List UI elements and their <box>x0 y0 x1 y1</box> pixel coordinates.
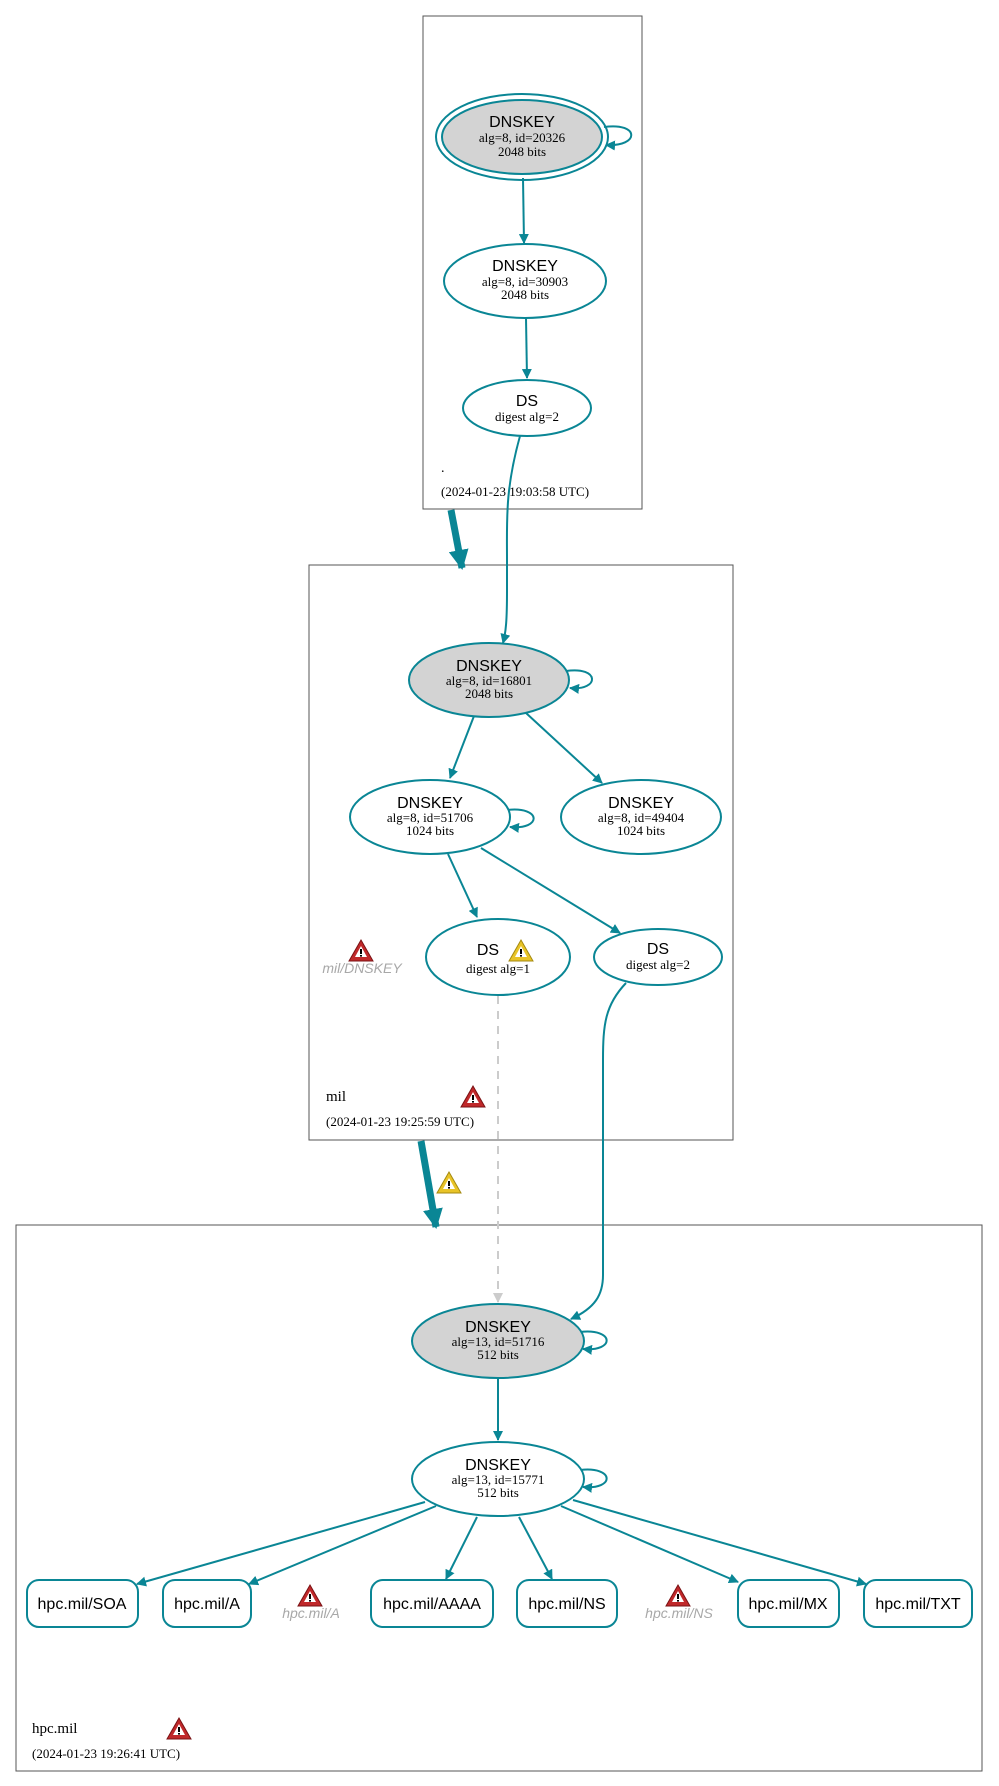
rrset-hpc-aaaa[interactable]: hpc.mil/AAAA <box>370 1579 494 1628</box>
node-detail: alg=8, id=30903 <box>482 274 568 289</box>
node-title: DNSKEY <box>608 795 674 812</box>
rrset-error-label: mil/DNSKEY <box>322 960 403 976</box>
error-icon <box>665 1584 691 1607</box>
edge-hpc-zsk-txt <box>572 1499 867 1587</box>
node-detail: 2048 bits <box>501 287 549 302</box>
edge-mil-ksk-zsk1 <box>448 715 475 779</box>
edge-mil-ds2-hpc-ksk <box>570 982 627 1320</box>
node-root-ksk[interactable]: DNSKEY alg=8, id=20326 2048 bits <box>435 93 609 181</box>
edge-hpc-zsk-a <box>248 1505 437 1586</box>
node-root-zsk[interactable]: DNSKEY alg=8, id=30903 2048 bits <box>443 243 607 319</box>
node-detail: 512 bits <box>477 1347 519 1362</box>
node-title: DNSKEY <box>489 114 555 131</box>
zone-box-mil <box>308 564 734 1141</box>
rrset-error-mil-dnskey[interactable]: mil/DNSKEY <box>322 939 403 976</box>
edge-mil-zsk1-ds2 <box>480 847 621 934</box>
rrset-label: hpc.mil/A <box>174 1596 240 1613</box>
zone-error-icon-mil <box>460 1085 486 1108</box>
delegation-arrow-root-mil <box>447 509 469 570</box>
node-detail: 2048 bits <box>465 686 513 701</box>
node-detail: 1024 bits <box>406 823 454 838</box>
node-title: DNSKEY <box>465 1319 531 1336</box>
zone-timestamp-mil: (2024-01-23 19:25:59 UTC) <box>326 1114 474 1129</box>
node-root-ds[interactable]: DS digest alg=2 <box>462 379 592 437</box>
zone-name-root: . <box>441 461 445 476</box>
rrset-hpc-mx[interactable]: hpc.mil/MX <box>737 1579 840 1628</box>
node-detail: 1024 bits <box>617 823 665 838</box>
self-loop-hpc-zsk <box>579 1468 608 1493</box>
delegation-warning-icon <box>436 1171 462 1194</box>
rrset-error-hpc-a[interactable]: hpc.mil/A <box>282 1584 340 1621</box>
node-title: DS <box>516 393 538 410</box>
edge-hpc-zsk-aaaa <box>445 1516 478 1580</box>
edge-root-zsk-ds <box>521 317 532 379</box>
rrset-hpc-soa[interactable]: hpc.mil/SOA <box>26 1579 139 1628</box>
rrset-error-label: hpc.mil/NS <box>645 1605 713 1621</box>
rrset-hpc-ns[interactable]: hpc.mil/NS <box>516 1579 618 1628</box>
self-loop-root-ksk <box>603 125 633 151</box>
rrset-label: hpc.mil/MX <box>748 1596 827 1613</box>
self-loop-mil-zsk1 <box>506 808 535 833</box>
node-detail: 512 bits <box>477 1485 519 1500</box>
edge-mil-ksk-zsk2 <box>525 712 603 784</box>
self-loop-hpc-ksk <box>579 1330 608 1355</box>
zone-timestamp-root: (2024-01-23 19:03:58 UTC) <box>441 484 589 499</box>
rrset-label: hpc.mil/AAAA <box>383 1596 481 1613</box>
zone-name-hpc: hpc.mil <box>32 1721 77 1737</box>
node-detail: digest alg=2 <box>495 409 559 424</box>
edge-hpc-zsk-mx <box>560 1505 739 1584</box>
zone-error-icon-hpc <box>166 1717 192 1740</box>
rrset-error-label: hpc.mil/A <box>282 1605 340 1621</box>
edge-mil-zsk1-ds1 <box>447 853 478 918</box>
edge-hpc-zsk-ns <box>518 1516 553 1580</box>
node-mil-ds2[interactable]: DS digest alg=2 <box>593 928 723 986</box>
edge-hpc-zsk-soa <box>136 1501 426 1587</box>
zone-name-mil: mil <box>326 1089 346 1105</box>
node-detail: digest alg=2 <box>626 957 690 972</box>
node-detail: alg=8, id=51706 <box>387 810 474 825</box>
node-title: DNSKEY <box>492 258 558 275</box>
error-icon <box>297 1584 323 1607</box>
node-hpc-zsk[interactable]: DNSKEY alg=13, id=15771 512 bits <box>411 1441 585 1517</box>
node-detail: alg=8, id=49404 <box>598 810 685 825</box>
rrset-hpc-txt[interactable]: hpc.mil/TXT <box>863 1579 973 1628</box>
node-detail: 2048 bits <box>498 144 546 159</box>
self-loop-mil-ksk <box>565 669 593 694</box>
zone-box-root <box>422 15 643 510</box>
delegation-arrow-mil-hpc <box>417 1140 443 1229</box>
node-mil-zsk2[interactable]: DNSKEY alg=8, id=49404 1024 bits <box>560 779 722 855</box>
rrset-label: hpc.mil/SOA <box>38 1596 127 1613</box>
node-detail: alg=13, id=51716 <box>452 1334 545 1349</box>
node-mil-ksk[interactable]: DNSKEY alg=8, id=16801 2048 bits <box>408 642 570 718</box>
edge-root-ksk-zsk <box>518 177 529 244</box>
error-icon <box>348 939 374 962</box>
rrset-label: hpc.mil/NS <box>528 1596 605 1613</box>
node-title: DNSKEY <box>465 1457 531 1474</box>
node-title: DNSKEY <box>397 795 463 812</box>
node-title: DS <box>477 942 499 959</box>
node-mil-zsk1[interactable]: DNSKEY alg=8, id=51706 1024 bits <box>349 779 511 855</box>
node-detail: alg=8, id=16801 <box>446 673 532 688</box>
node-detail: alg=8, id=20326 <box>479 130 566 145</box>
node-title: DNSKEY <box>456 658 522 675</box>
node-detail: alg=13, id=15771 <box>452 1472 545 1487</box>
rrset-hpc-a[interactable]: hpc.mil/A <box>162 1579 252 1628</box>
node-mil-ds1[interactable]: DS digest alg=1 <box>425 918 571 996</box>
rrset-error-hpc-ns[interactable]: hpc.mil/NS <box>645 1584 714 1621</box>
node-title: DS <box>647 941 669 958</box>
node-hpc-ksk[interactable]: DNSKEY alg=13, id=51716 512 bits <box>411 1303 585 1379</box>
node-detail: digest alg=1 <box>466 961 530 976</box>
edge-root-ds-mil-ksk <box>500 435 521 644</box>
zone-timestamp-hpc: (2024-01-23 19:26:41 UTC) <box>32 1746 180 1761</box>
rrset-label: hpc.mil/TXT <box>875 1596 961 1613</box>
